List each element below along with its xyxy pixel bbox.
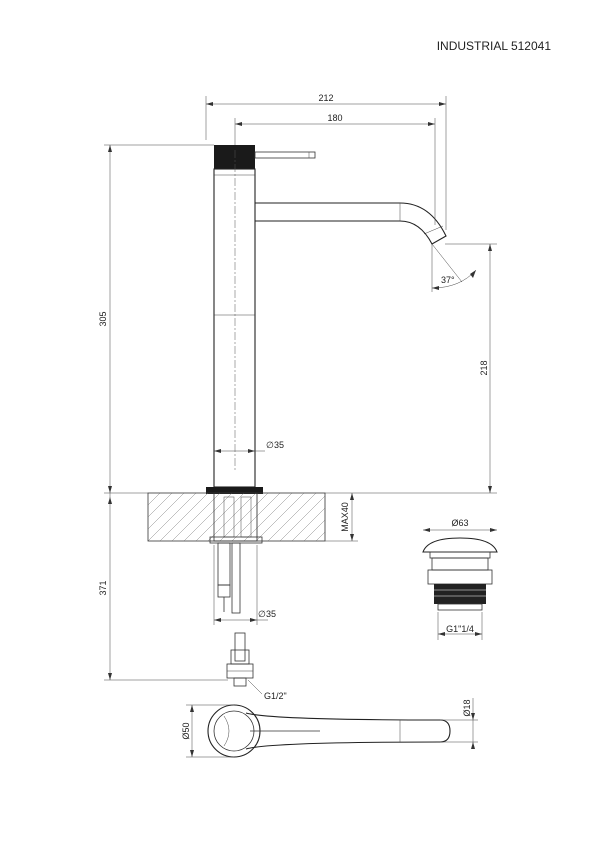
dim-180: 180 [327, 113, 342, 123]
faucet-top-view [207, 704, 451, 758]
dimension-lines [104, 96, 497, 758]
spout [255, 202, 447, 245]
dim-angle: 37° [441, 275, 455, 285]
dim-waste-diameter: Ø63 [451, 518, 468, 528]
supply-fitting [234, 632, 246, 662]
lever [254, 151, 316, 159]
dim-212: 212 [318, 93, 333, 103]
dim-shank-diameter: 35 [266, 609, 276, 619]
dim-connection: G1/2" [264, 691, 287, 701]
handle-cap [214, 145, 255, 169]
base-ring [206, 487, 263, 494]
dim-body-diameter-symbol: ∅ [266, 440, 274, 450]
dim-max40: MAX40 [340, 502, 350, 532]
dim-body-diameter: 35 [274, 440, 284, 450]
spout-top-outline [245, 712, 451, 750]
dimension-labels: 212 180 305 218 37° ∅ 35 371 MAX40 ∅ 35 … [98, 93, 489, 740]
dim-305: 305 [98, 311, 108, 326]
dim-218: 218 [479, 360, 489, 375]
dim-shank-diameter-symbol: ∅ [258, 609, 266, 619]
faucet-side-view [206, 145, 447, 494]
dim-spout-diameter: Ø18 [462, 699, 472, 716]
dim-base-diameter: Ø50 [181, 722, 191, 739]
under-counter-parts [217, 542, 254, 687]
pop-up-waste [422, 537, 498, 611]
faucet-body [213, 168, 256, 488]
countertop-section [147, 492, 326, 544]
dim-371: 371 [98, 580, 108, 595]
dim-waste-thread: G1"1/4 [446, 624, 474, 634]
drawing-title: INDUSTRIAL 512041 [437, 39, 552, 53]
